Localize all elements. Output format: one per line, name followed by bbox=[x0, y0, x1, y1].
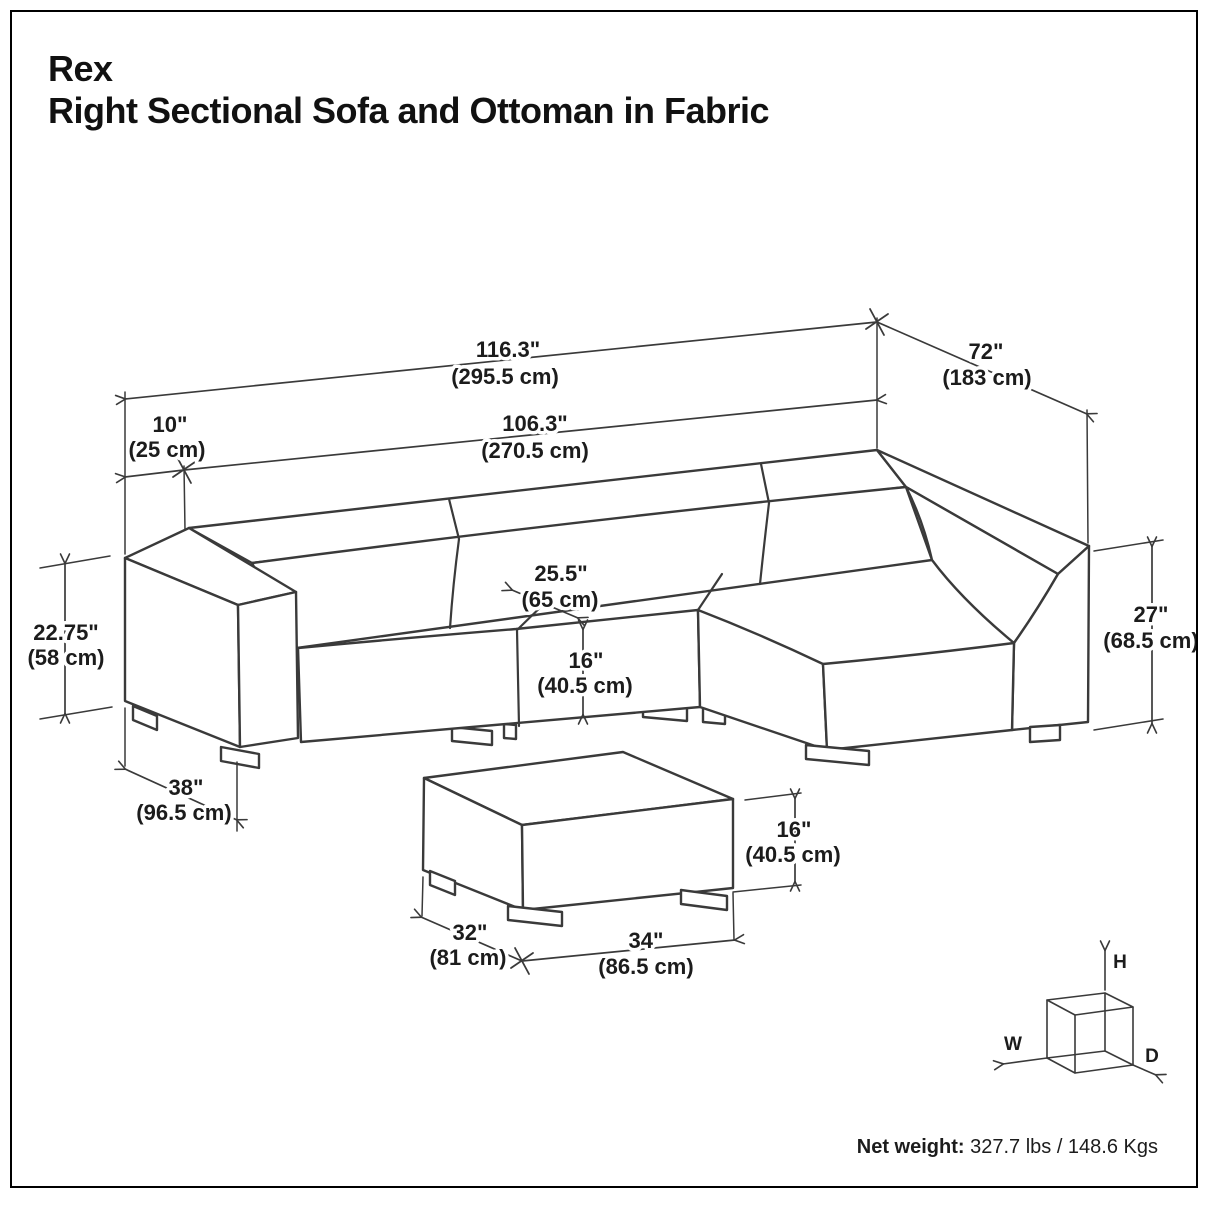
extension-line bbox=[1086, 409, 1089, 544]
dim-seat-depth-cm: (65 cm) bbox=[521, 587, 598, 612]
dim-overall-width-cm: (295.5 cm) bbox=[451, 364, 559, 389]
dim-seat-height-inches: 16" bbox=[569, 648, 604, 673]
sofa-seat-top-seam-2 bbox=[696, 572, 724, 612]
junction-x-mark bbox=[510, 947, 534, 975]
dim-seat-depth-inches: 25.5" bbox=[534, 561, 587, 586]
dim-line-overall-width bbox=[114, 321, 878, 406]
dim-interior-width-cm: (270.5 cm) bbox=[481, 438, 589, 463]
dim-seat-height-cm: (40.5 cm) bbox=[537, 673, 632, 698]
dim-line-arm-width bbox=[114, 469, 185, 484]
extension-line bbox=[183, 465, 186, 531]
dim-ottoman-depth-inches: 32" bbox=[453, 920, 488, 945]
dim-line-overall-depth bbox=[876, 321, 1098, 423]
dim-sofa-depth-inches: 38" bbox=[169, 775, 204, 800]
chaise-foot bbox=[804, 743, 871, 767]
ottoman-drawing bbox=[421, 750, 735, 928]
dim-interior-width-inches: 106.3" bbox=[502, 411, 567, 436]
page-border bbox=[10, 10, 1198, 1188]
sofa-back-seam-1 bbox=[448, 537, 461, 630]
sofa-back-seam-2 bbox=[758, 501, 771, 586]
sofa-arm-foot bbox=[131, 704, 159, 732]
whd-axis-cube-icon: H W D bbox=[992, 940, 1167, 1084]
dim-ottoman-width-cm: (86.5 cm) bbox=[598, 954, 693, 979]
dim-sofa-depth-cm: (96.5 cm) bbox=[136, 800, 231, 825]
net-weight-value: 327.7 lbs / 148.6 Kgs bbox=[964, 1136, 1158, 1158]
sofa-seat-front bbox=[296, 608, 702, 744]
dim-arm-width-inches: 10" bbox=[153, 412, 188, 437]
dim-overall-width-inches: 116.3" bbox=[476, 337, 540, 362]
height-axis-label: H bbox=[1113, 952, 1127, 973]
sofa-back-top-seam-1 bbox=[447, 497, 461, 541]
extension-line bbox=[39, 555, 111, 569]
sofa-foot bbox=[450, 725, 494, 747]
dim-ottoman-depth-cm: (81 cm) bbox=[429, 945, 506, 970]
dim-overall-depth-inches: 72" bbox=[969, 339, 1004, 364]
extension-line bbox=[732, 892, 735, 941]
dim-arm-height-inches: 22.75" bbox=[33, 620, 98, 645]
sofa-right-foot bbox=[1028, 723, 1062, 744]
junction-x-mark bbox=[865, 308, 889, 336]
dim-line-sofa-depth bbox=[114, 760, 248, 829]
width-axis-label: W bbox=[1004, 1034, 1022, 1055]
depth-axis bbox=[1132, 1064, 1167, 1084]
page-title: Rex Right Sectional Sofa and Ottoman in … bbox=[48, 48, 770, 133]
depth-axis-label: D bbox=[1145, 1046, 1159, 1067]
dim-overall-depth-cm: (183 cm) bbox=[942, 365, 1031, 390]
sectional-sofa-drawing bbox=[123, 448, 1091, 770]
dim-back-height-cm: (68.5 cm) bbox=[1103, 628, 1198, 653]
dim-line-ottoman-depth bbox=[410, 908, 523, 962]
chaise-front-face bbox=[821, 641, 1016, 752]
ottoman-foot bbox=[679, 888, 729, 912]
net-weight: Net weight: 327.7 lbs / 148.6 Kgs bbox=[857, 1136, 1158, 1159]
net-weight-label: Net weight: bbox=[856, 1136, 965, 1158]
dim-ottoman-width-inches: 34" bbox=[629, 928, 664, 953]
dim-line-seat-depth bbox=[501, 581, 589, 627]
dim-arm-height-cm: (58 cm) bbox=[27, 645, 104, 670]
product-description: Right Sectional Sofa and Ottoman in Fabr… bbox=[48, 90, 770, 132]
sofa-seat-front-seam bbox=[515, 628, 521, 728]
dimension-labels: 116.3" (295.5 cm) 72" (183 cm) 10" (25 c… bbox=[24, 334, 1202, 983]
sofa-back-top-seam-2 bbox=[759, 462, 771, 505]
width-axis bbox=[992, 1057, 1048, 1071]
ottoman-foot bbox=[506, 904, 564, 928]
product-name: Rex bbox=[48, 48, 113, 89]
extension-line bbox=[732, 884, 802, 893]
dimension-lines bbox=[39, 308, 1164, 975]
dim-arm-width-cm: (25 cm) bbox=[128, 437, 205, 462]
dim-line-ottoman-width bbox=[521, 933, 746, 962]
junction-x-mark bbox=[172, 456, 196, 484]
dim-ottoman-height-cm: (40.5 cm) bbox=[745, 842, 840, 867]
dim-line-interior-width bbox=[183, 393, 888, 471]
extension-line bbox=[39, 706, 113, 720]
ottoman-front-face bbox=[520, 797, 735, 912]
ottoman-foot bbox=[428, 869, 457, 897]
dim-back-height-inches: 27" bbox=[1134, 602, 1169, 627]
dim-ottoman-height-inches: 16" bbox=[777, 817, 812, 842]
sofa-arm-inner bbox=[236, 590, 300, 749]
